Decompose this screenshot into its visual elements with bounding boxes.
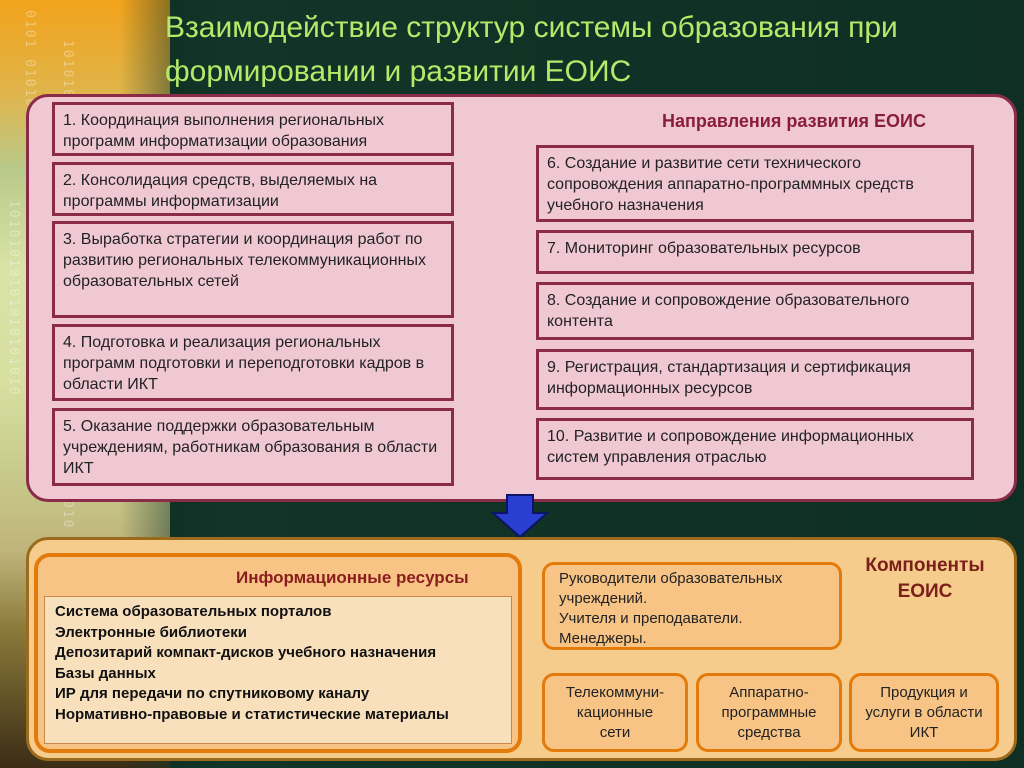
people-line: Менеджеры.: [559, 630, 647, 647]
telecom-box: Телекоммуни-кационные сети: [542, 673, 688, 752]
list-item: Депозитарий компакт-дисков учебного назн…: [55, 644, 437, 661]
list-item: Нормативно-правовые и статистические мат…: [55, 705, 449, 723]
slide-title: Взаимодействие структур системы образова…: [165, 11, 898, 88]
down-arrow-icon: [490, 494, 550, 539]
binary-decoration: 10101010101010101010: [6, 200, 21, 397]
people-box: Руководители образовательных учреждений.…: [542, 562, 842, 650]
products-label: Продукция и услуги в области ИКТ: [865, 683, 983, 741]
binary-decoration: 1010101: [60, 40, 75, 109]
list-item: Система образовательных порталов: [55, 603, 332, 620]
direction-item: 6. Создание и развитие сети технического…: [536, 145, 974, 222]
direction-item: 2. Консолидация средств, выделяемых на п…: [52, 162, 454, 216]
info-resources-list: Система образовательных порталов Электро…: [44, 596, 512, 744]
people-line: Учителя и преподаватели.: [559, 610, 743, 627]
people-line: Руководители образовательных учреждений.: [559, 570, 783, 607]
list-item: ИР для передачи по спутниковому каналу: [55, 685, 370, 702]
components-heading: Компоненты ЕОИС: [865, 555, 985, 602]
direction-item: 10. Развитие и сопровождение информацион…: [536, 418, 974, 480]
list-item: Электронные библиотеки: [55, 623, 247, 641]
direction-item: 3. Выработка стратегии и координация раб…: [52, 221, 454, 318]
directions-heading: Направления развития ЕОИС: [662, 111, 926, 131]
hardware-label: Аппаратно-программные средства: [721, 683, 817, 741]
telecom-label: Телекоммуни-кационные сети: [565, 683, 665, 741]
list-item: Базы данных: [55, 664, 156, 682]
direction-item: 5. Оказание поддержки образовательным уч…: [52, 408, 454, 486]
binary-decoration: 0101 010101: [22, 10, 37, 119]
products-box: Продукция и услуги в области ИКТ: [849, 673, 999, 752]
direction-item: 1. Координация выполнения региональных п…: [52, 102, 454, 156]
info-resources-title: Информационные ресурсы: [236, 568, 469, 587]
direction-item: 8. Создание и сопровождение образователь…: [536, 282, 974, 340]
direction-item: 4. Подготовка и реализация региональных …: [52, 324, 454, 401]
direction-item: 7. Мониторинг образовательных ресурсов: [536, 230, 974, 274]
direction-item: 9. Регистрация, стандартизация и сертифи…: [536, 349, 974, 410]
hardware-box: Аппаратно-программные средства: [696, 673, 842, 752]
